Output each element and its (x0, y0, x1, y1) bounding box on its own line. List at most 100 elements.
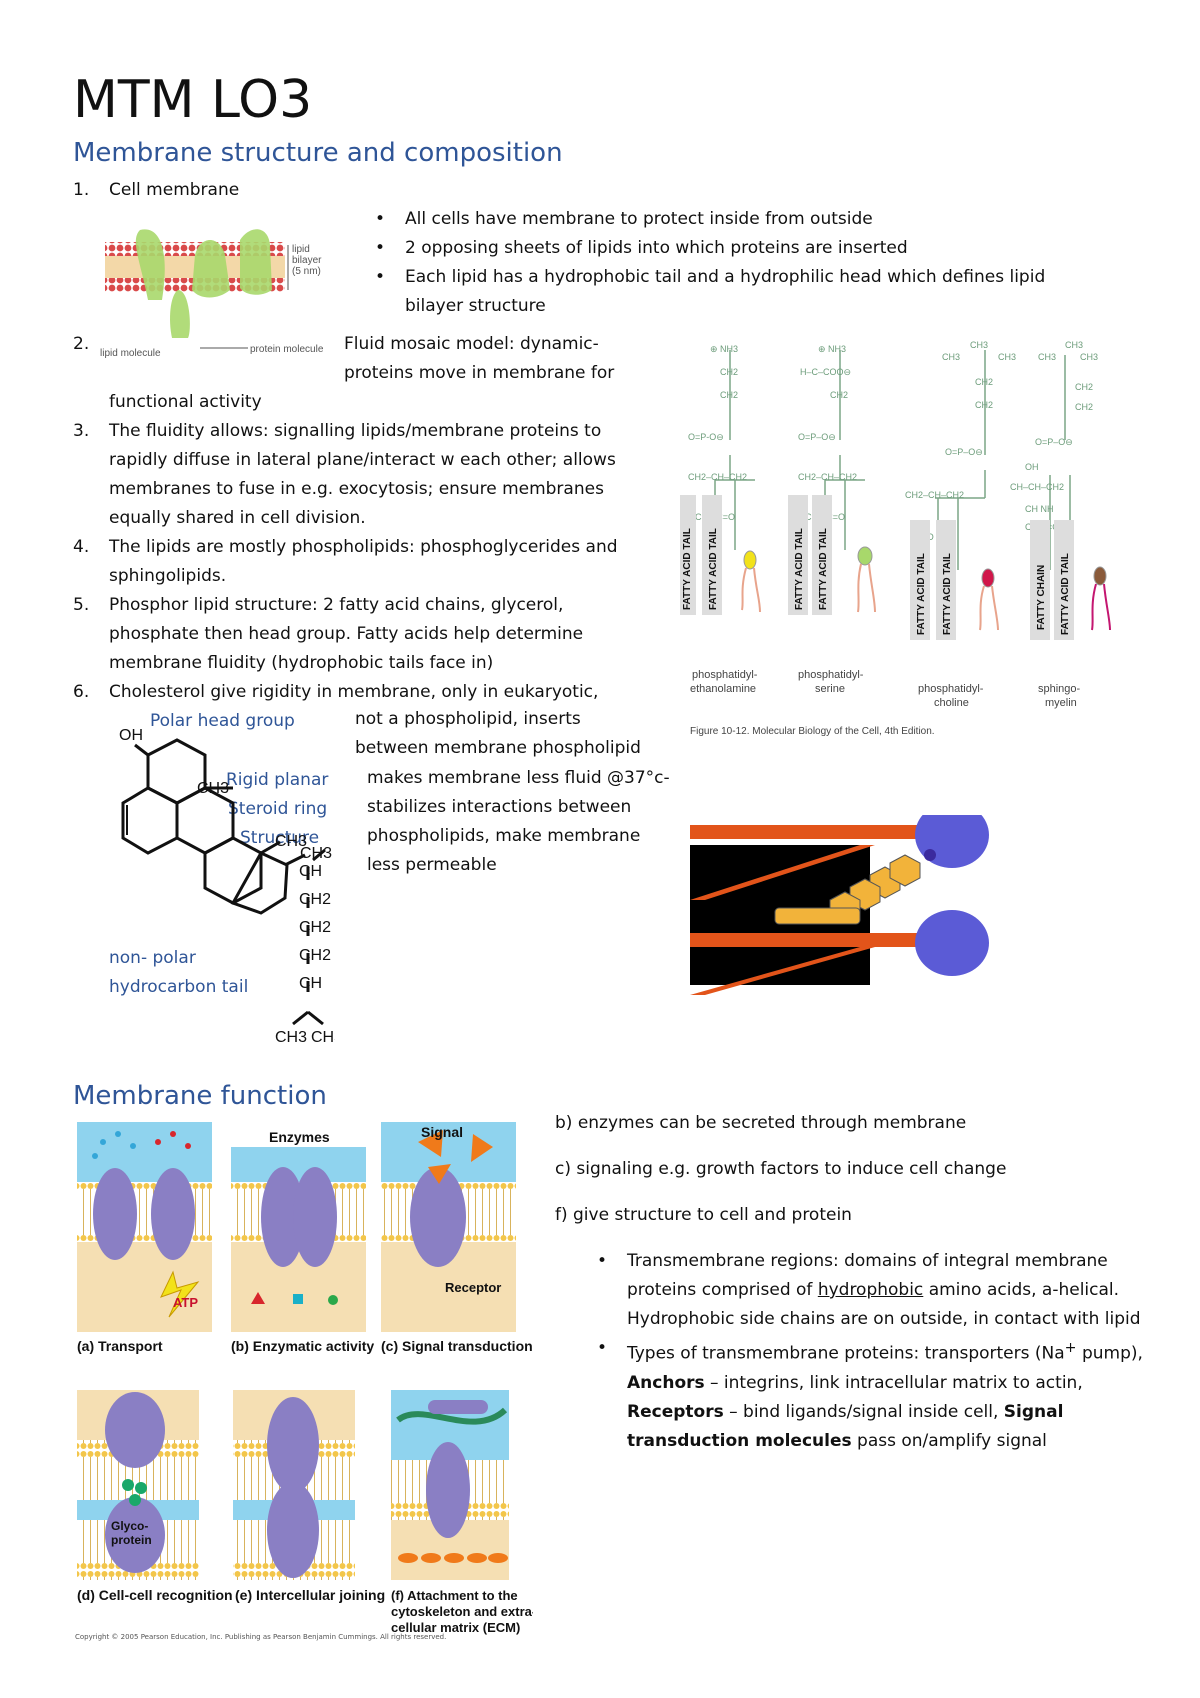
list-item-5: 5. Phosphor lipid structure: 2 fatty aci… (73, 595, 584, 673)
nonpolar-label: non- polar (109, 948, 196, 968)
svg-text:⊕ NH3: ⊕ NH3 (710, 344, 738, 354)
panel-a-caption: (a) Transport (77, 1338, 163, 1354)
svg-text:CH3: CH3 (1080, 352, 1098, 362)
svg-text:CH2: CH2 (975, 400, 993, 410)
atp-label: ATP (173, 1295, 198, 1310)
rigid-label: Steroid ring (228, 799, 328, 819)
list-item-3: 3. The fluidity allows: signalling lipid… (73, 421, 616, 528)
ch3-group: CH3 (275, 1029, 307, 1046)
svg-text:O=P–O⊖: O=P–O⊖ (1035, 437, 1073, 447)
svg-text:bilayer: bilayer (292, 255, 322, 266)
lipid-bilayer-figure: lipid bilayer (5 nm) lipid molecule prot… (100, 229, 324, 359)
fatty-acid-tail-label: FATTY ACID TAIL (942, 553, 953, 635)
bullet-item: All cells have membrane to protect insid… (367, 205, 1097, 234)
item6-text: phospholipids, make membrane (367, 826, 641, 846)
phospholipid-name: choline (934, 697, 969, 709)
list-item-1: 1.Cell membrane (73, 176, 239, 205)
section-heading-function: Membrane function (73, 1081, 327, 1111)
svg-text:CH3: CH3 (970, 340, 988, 350)
receptor-protein (410, 1167, 466, 1267)
item6-text: not a phospholipid, inserts (355, 709, 581, 729)
panel-c-caption: (c) Signal transduction (381, 1338, 533, 1354)
list-item-6: 6. Cholesterol give rigidity in membrane… (73, 682, 599, 702)
ch3-group: CH3 (197, 780, 229, 797)
item6-text: between membrane phospholipid (355, 738, 641, 758)
bullet-item: Transmembrane regions: domains of integr… (589, 1247, 1149, 1334)
item6-text: makes membrane less fluid @37°c- (367, 768, 670, 788)
panel-f-caption: (f) Attachment to the (391, 1588, 518, 1603)
phospholipid-name: phosphatidyl- (798, 669, 864, 681)
ch3-group: CH3 (300, 845, 332, 862)
section-heading-structure: Membrane structure and composition (73, 138, 563, 168)
page-title: MTM LO3 (73, 70, 313, 130)
protein-molecule (192, 240, 230, 298)
svg-text:CH2: CH2 (1075, 402, 1093, 412)
protein-molecule (170, 290, 190, 338)
phospholipid-name: myelin (1045, 697, 1077, 709)
svg-text:CH2–CH–CH2: CH2–CH–CH2 (798, 472, 857, 482)
ch2-group: CH2 (299, 919, 331, 936)
nonpolar-label: hydrocarbon tail (109, 977, 249, 997)
svg-text:CH3: CH3 (998, 352, 1016, 362)
svg-text:CH3: CH3 (942, 352, 960, 362)
figure-caption: Figure 10-12. Molecular Biology of the C… (690, 726, 935, 737)
receptor-label: Receptor (445, 1280, 501, 1295)
svg-text:(5 nm): (5 nm) (292, 266, 321, 277)
membrane-function-top-row: ATP (a) Transport Enzymes (b) Enzymatic … (77, 1122, 533, 1354)
cell-recognition-protein (105, 1392, 165, 1468)
phospholipid-head (915, 910, 989, 976)
list-number: 1. (73, 180, 90, 200)
ch2-group: CH2 (299, 947, 331, 964)
signal-label: Signal (421, 1124, 463, 1140)
lipid-molecule-label: lipid molecule (100, 348, 161, 359)
phospholipid-head (915, 815, 989, 868)
oh-group: OH (119, 727, 143, 744)
list-item-2-continued: functional activity (109, 392, 262, 412)
protein-molecule (135, 229, 165, 300)
ch3-group: CH3 (311, 1029, 335, 1046)
fatty-acid-tail-label: FATTY ACID TAIL (708, 528, 719, 610)
enzyme-protein (261, 1167, 305, 1267)
function-item: f) give structure to cell and protein (555, 1205, 852, 1225)
transmembrane-bullets: Transmembrane regions: domains of integr… (589, 1247, 1149, 1456)
svg-text:OH: OH (1025, 462, 1039, 472)
svg-text:CH2: CH2 (720, 390, 738, 400)
fatty-chain-label: FATTY CHAIN (1036, 565, 1047, 630)
svg-text:C=O C=O: C=O C=O (915, 532, 955, 542)
transport-protein (93, 1168, 137, 1260)
phospholipid-name: phosphatidyl- (918, 683, 984, 695)
protein-molecule-label: protein molecule (250, 344, 324, 355)
list-items-3-5: 3. The fluidity allows: signalling lipid… (73, 417, 673, 707)
enzymes-label: Enzymes (269, 1129, 330, 1145)
copyright-note: Copyright © 2005 Pearson Education, Inc.… (75, 1633, 447, 1641)
list-item-4: 4. The lipids are mostly phospholipids: … (73, 537, 618, 586)
svg-text:CH NH: CH NH (1025, 504, 1054, 514)
rigid-label: Structure (240, 828, 320, 848)
panel-f-caption: cytoskeleton and extra- (391, 1604, 533, 1619)
svg-text:O=P–O⊖: O=P–O⊖ (945, 447, 983, 457)
protein-molecule (240, 229, 272, 295)
membrane-bullets: All cells have membrane to protect insid… (367, 205, 1097, 321)
rigid-label: Rigid planar (226, 770, 329, 790)
function-item: c) signaling e.g. growth factors to indu… (555, 1159, 1007, 1179)
ch2-group: CH2 (299, 891, 331, 908)
cholesterol-structure: OH CH3 CH3 CH3 CH CH2 CH2 CH2 CH CH3 CH3 (119, 727, 335, 1046)
svg-text:CH2: CH2 (1075, 382, 1093, 392)
svg-text:CH2: CH2 (975, 377, 993, 387)
svg-text:CH2–CH–CH2: CH2–CH–CH2 (905, 490, 964, 500)
bullet-item: Each lipid has a hydrophobic tail and a … (367, 263, 1097, 321)
svg-text:⊕ NH3: ⊕ NH3 (818, 344, 846, 354)
svg-text:CH2: CH2 (720, 367, 738, 377)
enzyme-protein (293, 1167, 337, 1267)
phospholipid-name: sphingo- (1038, 683, 1081, 695)
item6-text: stabilizes interactions between (367, 797, 632, 817)
list-item-2: 2. (73, 334, 90, 354)
svg-text:CH2: CH2 (830, 390, 848, 400)
attachment-protein (426, 1442, 470, 1538)
ch-group: CH (299, 863, 322, 880)
membrane-function-bottom-row: Glyco- protein (d) Cell-cell recognition… (77, 1390, 533, 1635)
svg-text:H–C–COO⊖: H–C–COO⊖ (800, 367, 851, 377)
panel-d-caption: (d) Cell-cell recognition (77, 1587, 233, 1603)
fatty-acid-tail-label: FATTY ACID TAIL (1060, 553, 1071, 635)
svg-text:CH2–CH–CH2: CH2–CH–CH2 (688, 472, 747, 482)
